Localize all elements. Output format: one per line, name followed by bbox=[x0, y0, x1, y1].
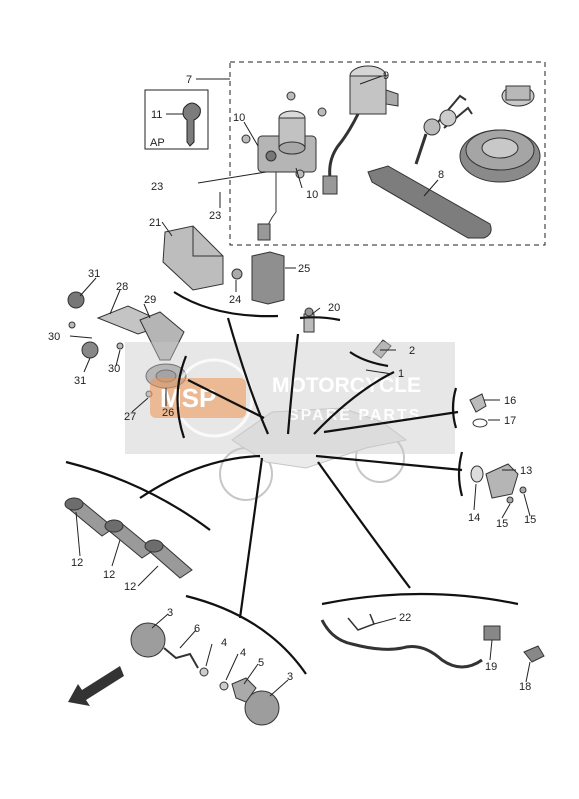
callout-28: 28 bbox=[116, 281, 128, 293]
callout-16: 16 bbox=[504, 395, 516, 407]
module-25 bbox=[251, 251, 285, 305]
callout-30a: 30 bbox=[48, 331, 60, 343]
switch-13 bbox=[470, 463, 527, 504]
callout-12c: 12 bbox=[124, 581, 136, 593]
callout-5: 5 bbox=[258, 657, 264, 669]
callout-30b: 30 bbox=[108, 363, 120, 375]
connector-lines bbox=[65, 291, 519, 675]
callout-26: 26 bbox=[162, 407, 174, 419]
key-blank-icon bbox=[182, 102, 201, 147]
bracket-5 bbox=[231, 677, 257, 703]
callout-19: 19 bbox=[485, 661, 497, 673]
callout-31a: 31 bbox=[88, 268, 100, 280]
callout-22: 22 bbox=[399, 612, 411, 624]
callout-1: 1 bbox=[398, 368, 404, 380]
callout-31b: 31 bbox=[74, 375, 86, 387]
main-switch-assembly bbox=[241, 91, 327, 241]
callout-2: 2 bbox=[409, 345, 415, 357]
connector-18 bbox=[523, 645, 545, 663]
callout-12a: 12 bbox=[71, 557, 83, 569]
callout-4b: 4 bbox=[240, 647, 246, 659]
callout-8: 8 bbox=[438, 169, 444, 181]
sensor-2 bbox=[372, 339, 392, 359]
callout-labels: 7 9 11 AP 10 10 23 23 8 21 25 24 20 2 1 … bbox=[48, 70, 536, 693]
key-set-group-box bbox=[229, 61, 546, 246]
connector-19 bbox=[483, 625, 501, 641]
callout-15b: 15 bbox=[524, 514, 536, 526]
watermark-logo-text: MSP bbox=[160, 383, 216, 413]
callout-7: 7 bbox=[186, 74, 192, 86]
fuel-cap-icon bbox=[459, 129, 541, 183]
callout-25: 25 bbox=[298, 263, 310, 275]
callout-3b: 3 bbox=[287, 671, 293, 683]
callout-20: 20 bbox=[328, 302, 340, 314]
seat-lock-assembly bbox=[322, 65, 399, 195]
sensor-16 bbox=[469, 393, 488, 428]
watermark-brand-line1: MOTORCYCLE bbox=[272, 374, 421, 397]
bracket-21 bbox=[162, 225, 224, 291]
screw-24 bbox=[231, 268, 243, 280]
direction-arrow-icon bbox=[68, 666, 124, 706]
callout-23a: 23 bbox=[151, 181, 163, 193]
watermark-brand-line2: SPARE PARTS bbox=[288, 407, 421, 424]
motorcycle-outline bbox=[219, 407, 408, 501]
harness-22 bbox=[320, 613, 483, 669]
callout-27: 27 bbox=[124, 411, 136, 423]
callout-23b: 23 bbox=[209, 210, 221, 222]
callout-18: 18 bbox=[519, 681, 531, 693]
callout-3a: 3 bbox=[167, 607, 173, 619]
watermark: MSP MOTORCYCLE SPARE PARTS bbox=[125, 342, 455, 454]
keys-icon bbox=[414, 94, 473, 165]
grip-12-right bbox=[144, 539, 193, 579]
wire-6 bbox=[163, 647, 199, 669]
callout-4a: 4 bbox=[221, 637, 227, 649]
callout-14: 14 bbox=[468, 512, 480, 524]
grip-12-middle bbox=[104, 519, 155, 559]
callout-10b: 10 bbox=[306, 189, 318, 201]
grip-12-left bbox=[64, 497, 115, 537]
lock-cylinder-icon bbox=[501, 85, 535, 107]
cover-3-right bbox=[244, 690, 280, 726]
callout-15a: 15 bbox=[496, 518, 508, 530]
relay-bracket-28-29 bbox=[67, 291, 185, 361]
cover-3-left bbox=[130, 622, 166, 658]
callout-17: 17 bbox=[504, 415, 516, 427]
washer-4b bbox=[219, 681, 229, 691]
callout-29: 29 bbox=[144, 294, 156, 306]
ap-group-box bbox=[144, 89, 209, 150]
callout-13: 13 bbox=[520, 465, 532, 477]
callout-24: 24 bbox=[229, 294, 241, 306]
sensor-20 bbox=[303, 307, 315, 333]
callout-10a: 10 bbox=[233, 112, 245, 124]
callout-12b: 12 bbox=[103, 569, 115, 581]
callout-11: 11 bbox=[151, 109, 162, 121]
callout-21: 21 bbox=[149, 217, 161, 229]
callout-6: 6 bbox=[194, 623, 200, 635]
callout-9: 9 bbox=[383, 70, 389, 82]
seat-lock-bracket-icon bbox=[367, 165, 492, 239]
ap-label: AP bbox=[150, 137, 165, 149]
leader-lines bbox=[69, 75, 531, 697]
washer-4a bbox=[199, 667, 209, 677]
